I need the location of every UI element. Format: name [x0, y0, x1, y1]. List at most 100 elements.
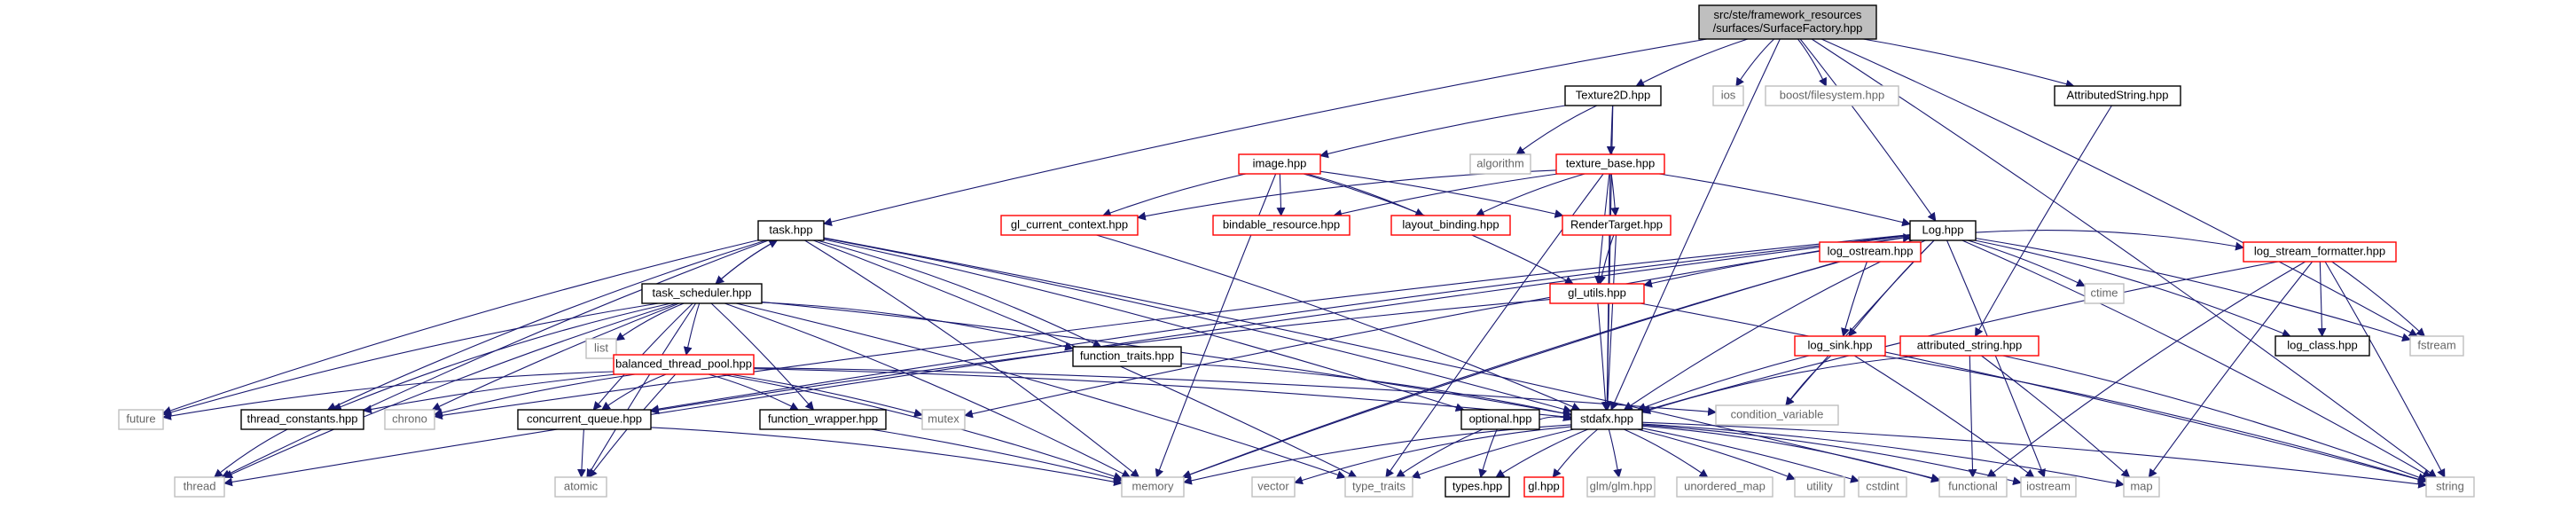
node-logsink[interactable]: log_sink.hpp: [1794, 335, 1886, 357]
node-box: [1819, 241, 1922, 263]
node-box: [2123, 476, 2160, 498]
edge-stdafx-to-iostream: [1641, 424, 2022, 486]
node-label: Log.hpp: [1922, 223, 1964, 236]
node-box: [1909, 220, 1977, 241]
node-logclass[interactable]: log_class.hpp: [2275, 335, 2370, 357]
node-log[interactable]: Log.hpp: [1909, 220, 1977, 241]
node-concqueue[interactable]: concurrent_queue.hpp: [517, 409, 652, 430]
edge-task-to-threadconst: [326, 239, 766, 411]
node-root[interactable]: src/ste/framework_resources/surfaces/Sur…: [1698, 4, 1877, 40]
node-glutils[interactable]: gl_utils.hpp: [1549, 283, 1645, 304]
node-glhpp[interactable]: gl.hpp: [1523, 476, 1564, 498]
node-label: log_ostream.hpp: [1828, 244, 1914, 257]
node-utility: utility: [1794, 476, 1845, 498]
edge-root-to-attrstring: [1863, 38, 2075, 89]
node-logfmt[interactable]: log_stream_formatter.hpp: [2243, 241, 2397, 263]
node-fstream: fstream: [2409, 335, 2464, 357]
node-ctime: ctime: [2084, 283, 2125, 304]
node-texture2d[interactable]: Texture2D.hpp: [1564, 85, 1662, 106]
edge-functraits-to-stdafx: [1180, 363, 1572, 418]
node-box: [517, 409, 652, 430]
node-attrstring[interactable]: AttributedString.hpp: [2054, 85, 2181, 106]
edge-stdafx-to-string: [1641, 421, 2427, 489]
node-rtarget[interactable]: RenderTarget.hpp: [1562, 215, 1672, 236]
edge-root-to-fstream: [1820, 38, 2418, 337]
node-stdafx[interactable]: stdafx.hpp: [1570, 409, 1643, 430]
edge-balpool-to-mutex: [729, 373, 923, 418]
node-image[interactable]: image.hpp: [1238, 153, 1321, 175]
edge-tasksched-to-memory: [724, 302, 1131, 478]
edge-optional-to-stdafx: [1539, 412, 1572, 421]
node-bindable[interactable]: bindable_resource.hpp: [1212, 215, 1351, 236]
edge-tasksched-to-list: [615, 302, 685, 341]
node-funcwrap[interactable]: function_wrapper.hpp: [759, 409, 887, 430]
node-label: algorithm: [1476, 156, 1523, 169]
node-iostream: iostream: [2020, 476, 2077, 498]
edge-balpool-to-threadconst: [363, 373, 616, 414]
edge-texbase-to-typetraits: [1385, 173, 1604, 478]
node-functional: functional: [1938, 476, 2008, 498]
node-balpool[interactable]: balanced_thread_pool.hpp: [613, 354, 755, 375]
node-label: bindable_resource.hpp: [1223, 217, 1340, 231]
edge-tasksched-to-future: [162, 302, 659, 417]
edge-stdafx-to-typetraits: [1411, 428, 1574, 479]
node-label: gl_current_context.hpp: [1011, 217, 1128, 231]
edge-stdafx-to-glmglm: [1608, 428, 1623, 478]
node-umap: unordered_map: [1676, 476, 1773, 498]
edge-tasksched-to-concqueue: [592, 302, 693, 411]
node-box: [118, 409, 164, 430]
node-label: gl.hpp: [1528, 479, 1559, 492]
node-label: log_sink.hpp: [1808, 338, 1873, 351]
node-label: vector: [1257, 479, 1289, 492]
node-optional[interactable]: optional.hpp: [1460, 409, 1540, 430]
edge-texbase-to-bindable: [1333, 173, 1558, 218]
edge-balpool-to-future: [162, 371, 615, 420]
edge-log-to-ctime: [1968, 239, 2086, 287]
node-label: RenderTarget.hpp: [1570, 217, 1663, 231]
node-label: Texture2D.hpp: [1576, 88, 1651, 101]
edge-tasksched-to-functraits: [761, 302, 1074, 351]
edge-root-to-task: [823, 38, 1708, 226]
node-attrstr2[interactable]: attributed_string.hpp: [1899, 335, 2040, 357]
node-label: image.hpp: [1253, 156, 1307, 169]
node-box: [2243, 241, 2397, 263]
edge-stdafx-to-umap: [1624, 428, 1709, 478]
node-label: stdafx.hpp: [1580, 412, 1633, 425]
node-functraits[interactable]: function_traits.hpp: [1072, 346, 1182, 367]
node-types[interactable]: types.hpp: [1445, 476, 1510, 498]
node-threadconst[interactable]: thread_constants.hpp: [240, 409, 364, 430]
node-chrono: chrono: [384, 409, 435, 430]
node-glmglm: glm/glm.hpp: [1586, 476, 1656, 498]
edge-log-to-mutex: [964, 236, 1911, 419]
node-label: map: [2130, 479, 2152, 492]
edge-optional-to-typetraits: [1396, 428, 1484, 478]
node-box: [1238, 153, 1321, 175]
edge-funcwrap-to-memory: [870, 428, 1123, 483]
edge-glutils-to-stdafx: [1597, 302, 1610, 411]
node-box: [1586, 476, 1656, 498]
edge-root-to-boostfs: [1797, 38, 1827, 87]
node-box: [2084, 283, 2125, 304]
node-glctx[interactable]: gl_current_context.hpp: [1000, 215, 1139, 236]
edge-task-to-memory: [804, 239, 1140, 478]
node-box: [1564, 85, 1662, 106]
node-label: future: [126, 412, 155, 425]
edge-task-to-future: [162, 239, 759, 415]
edge-tasksched-to-atomic: [586, 302, 697, 478]
edge-texbase-to-log: [1658, 173, 1911, 227]
edge-logfmt-to-string: [2324, 261, 2446, 478]
node-box: [1000, 215, 1139, 236]
node-box: [641, 283, 763, 304]
node-logostream[interactable]: log_ostream.hpp: [1819, 241, 1922, 263]
node-box: [240, 409, 364, 430]
node-box: [1676, 476, 1773, 498]
edge-threadconst-to-thread: [214, 428, 288, 478]
node-layout[interactable]: layout_binding.hpp: [1390, 215, 1511, 236]
edge-logfmt-to-functional: [1986, 261, 2306, 478]
node-texbase[interactable]: texture_base.hpp: [1555, 153, 1665, 175]
node-task[interactable]: task.hpp: [757, 220, 825, 241]
edge-optional-to-types: [1478, 428, 1498, 478]
node-label: fstream: [2417, 338, 2455, 351]
node-tasksched[interactable]: task_scheduler.hpp: [641, 283, 763, 304]
node-condvar: condition_variable: [1715, 404, 1839, 426]
